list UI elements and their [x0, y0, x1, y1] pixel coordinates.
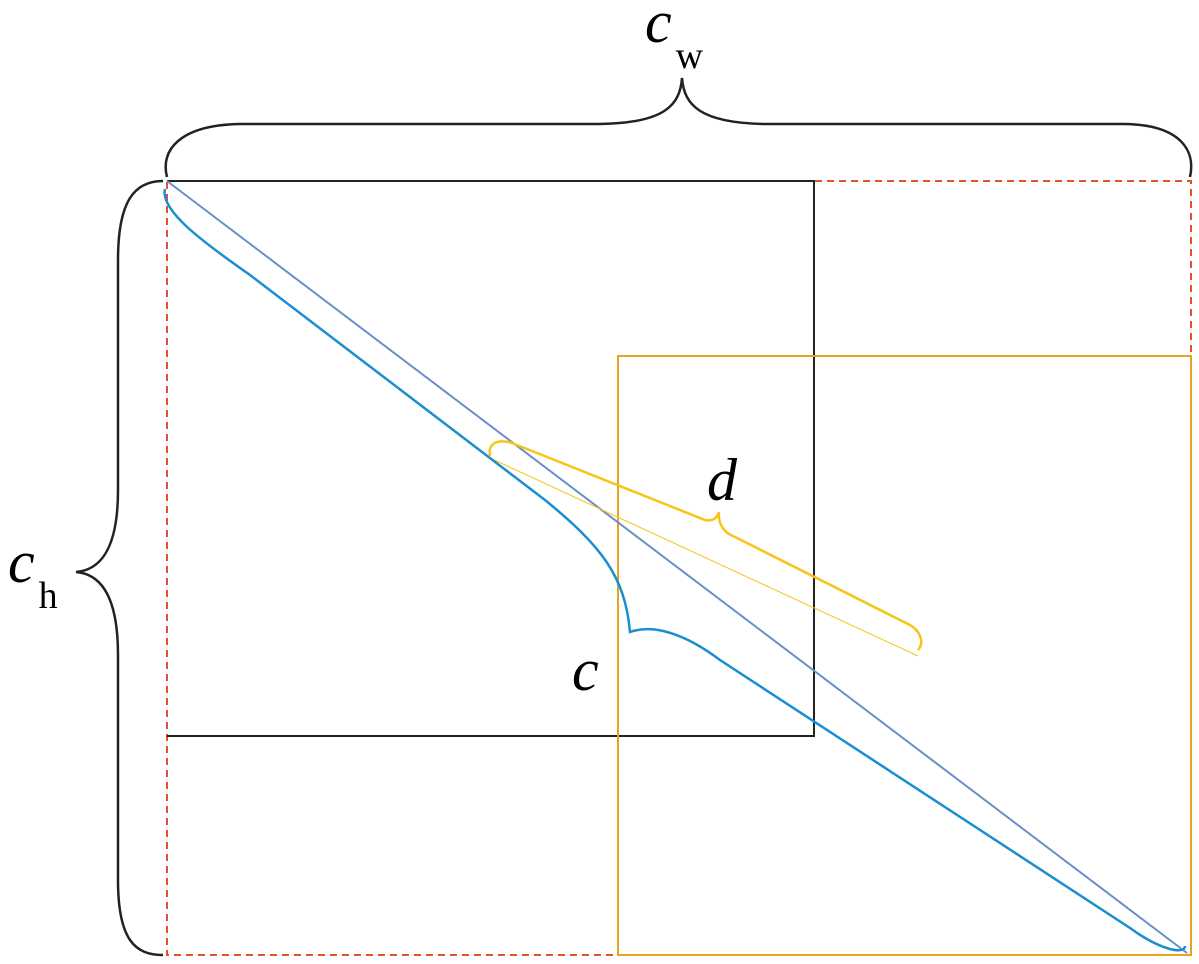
label-ch-main: c: [8, 529, 35, 595]
center-distance-line: [489, 457, 919, 657]
label-ch: ch: [8, 529, 58, 617]
label-cw-main: c: [645, 0, 672, 55]
label-cw-sub: w: [676, 35, 704, 77]
label-d: d: [707, 447, 738, 513]
label-c: c: [572, 637, 599, 703]
brace-ch: [75, 179, 164, 957]
brace-cw: [164, 77, 1193, 178]
enclosing-diagonal: [166, 180, 1188, 954]
ground-truth-box: [617, 355, 1192, 956]
label-cw: cw: [645, 0, 704, 77]
label-ch-sub: h: [39, 575, 58, 617]
brace-d: [488, 440, 923, 651]
predicted-box: [167, 180, 815, 737]
brace-c: [163, 188, 1187, 952]
